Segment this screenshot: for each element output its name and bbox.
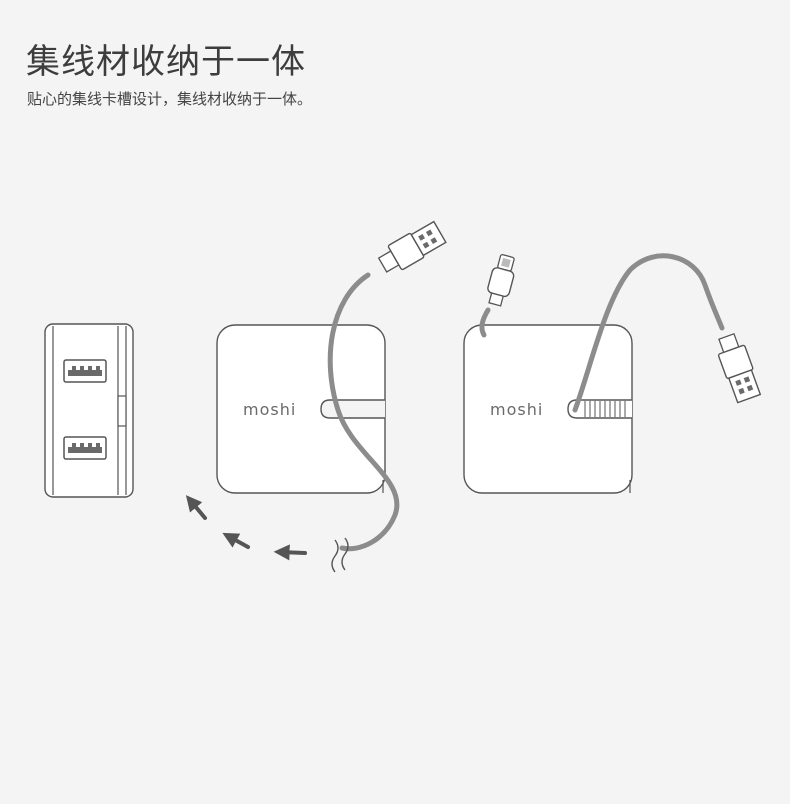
- charger-front-wrapped: moshi: [463, 253, 762, 494]
- usb-port-icon: [63, 359, 107, 383]
- rotate-arrow-icon: [185, 495, 307, 561]
- brand-logo: moshi: [490, 400, 543, 419]
- brand-logo: moshi: [243, 400, 296, 419]
- lightning-connector-icon: [487, 254, 515, 307]
- usb-plug-icon: [717, 332, 762, 404]
- page-subtitle: 贴心的集线卡槽设计，集线材收纳于一体。: [27, 90, 313, 108]
- page-title: 集线材收纳于一体: [26, 42, 306, 82]
- charger-side-view: [44, 323, 134, 498]
- wound-cable: [584, 401, 626, 417]
- cable: [572, 253, 725, 413]
- cable: [327, 272, 400, 552]
- charger-front-threaded: moshi: [216, 220, 447, 573]
- cable: [479, 307, 491, 338]
- usb-port-icon: [63, 436, 107, 460]
- usb-plug-icon: [377, 220, 447, 273]
